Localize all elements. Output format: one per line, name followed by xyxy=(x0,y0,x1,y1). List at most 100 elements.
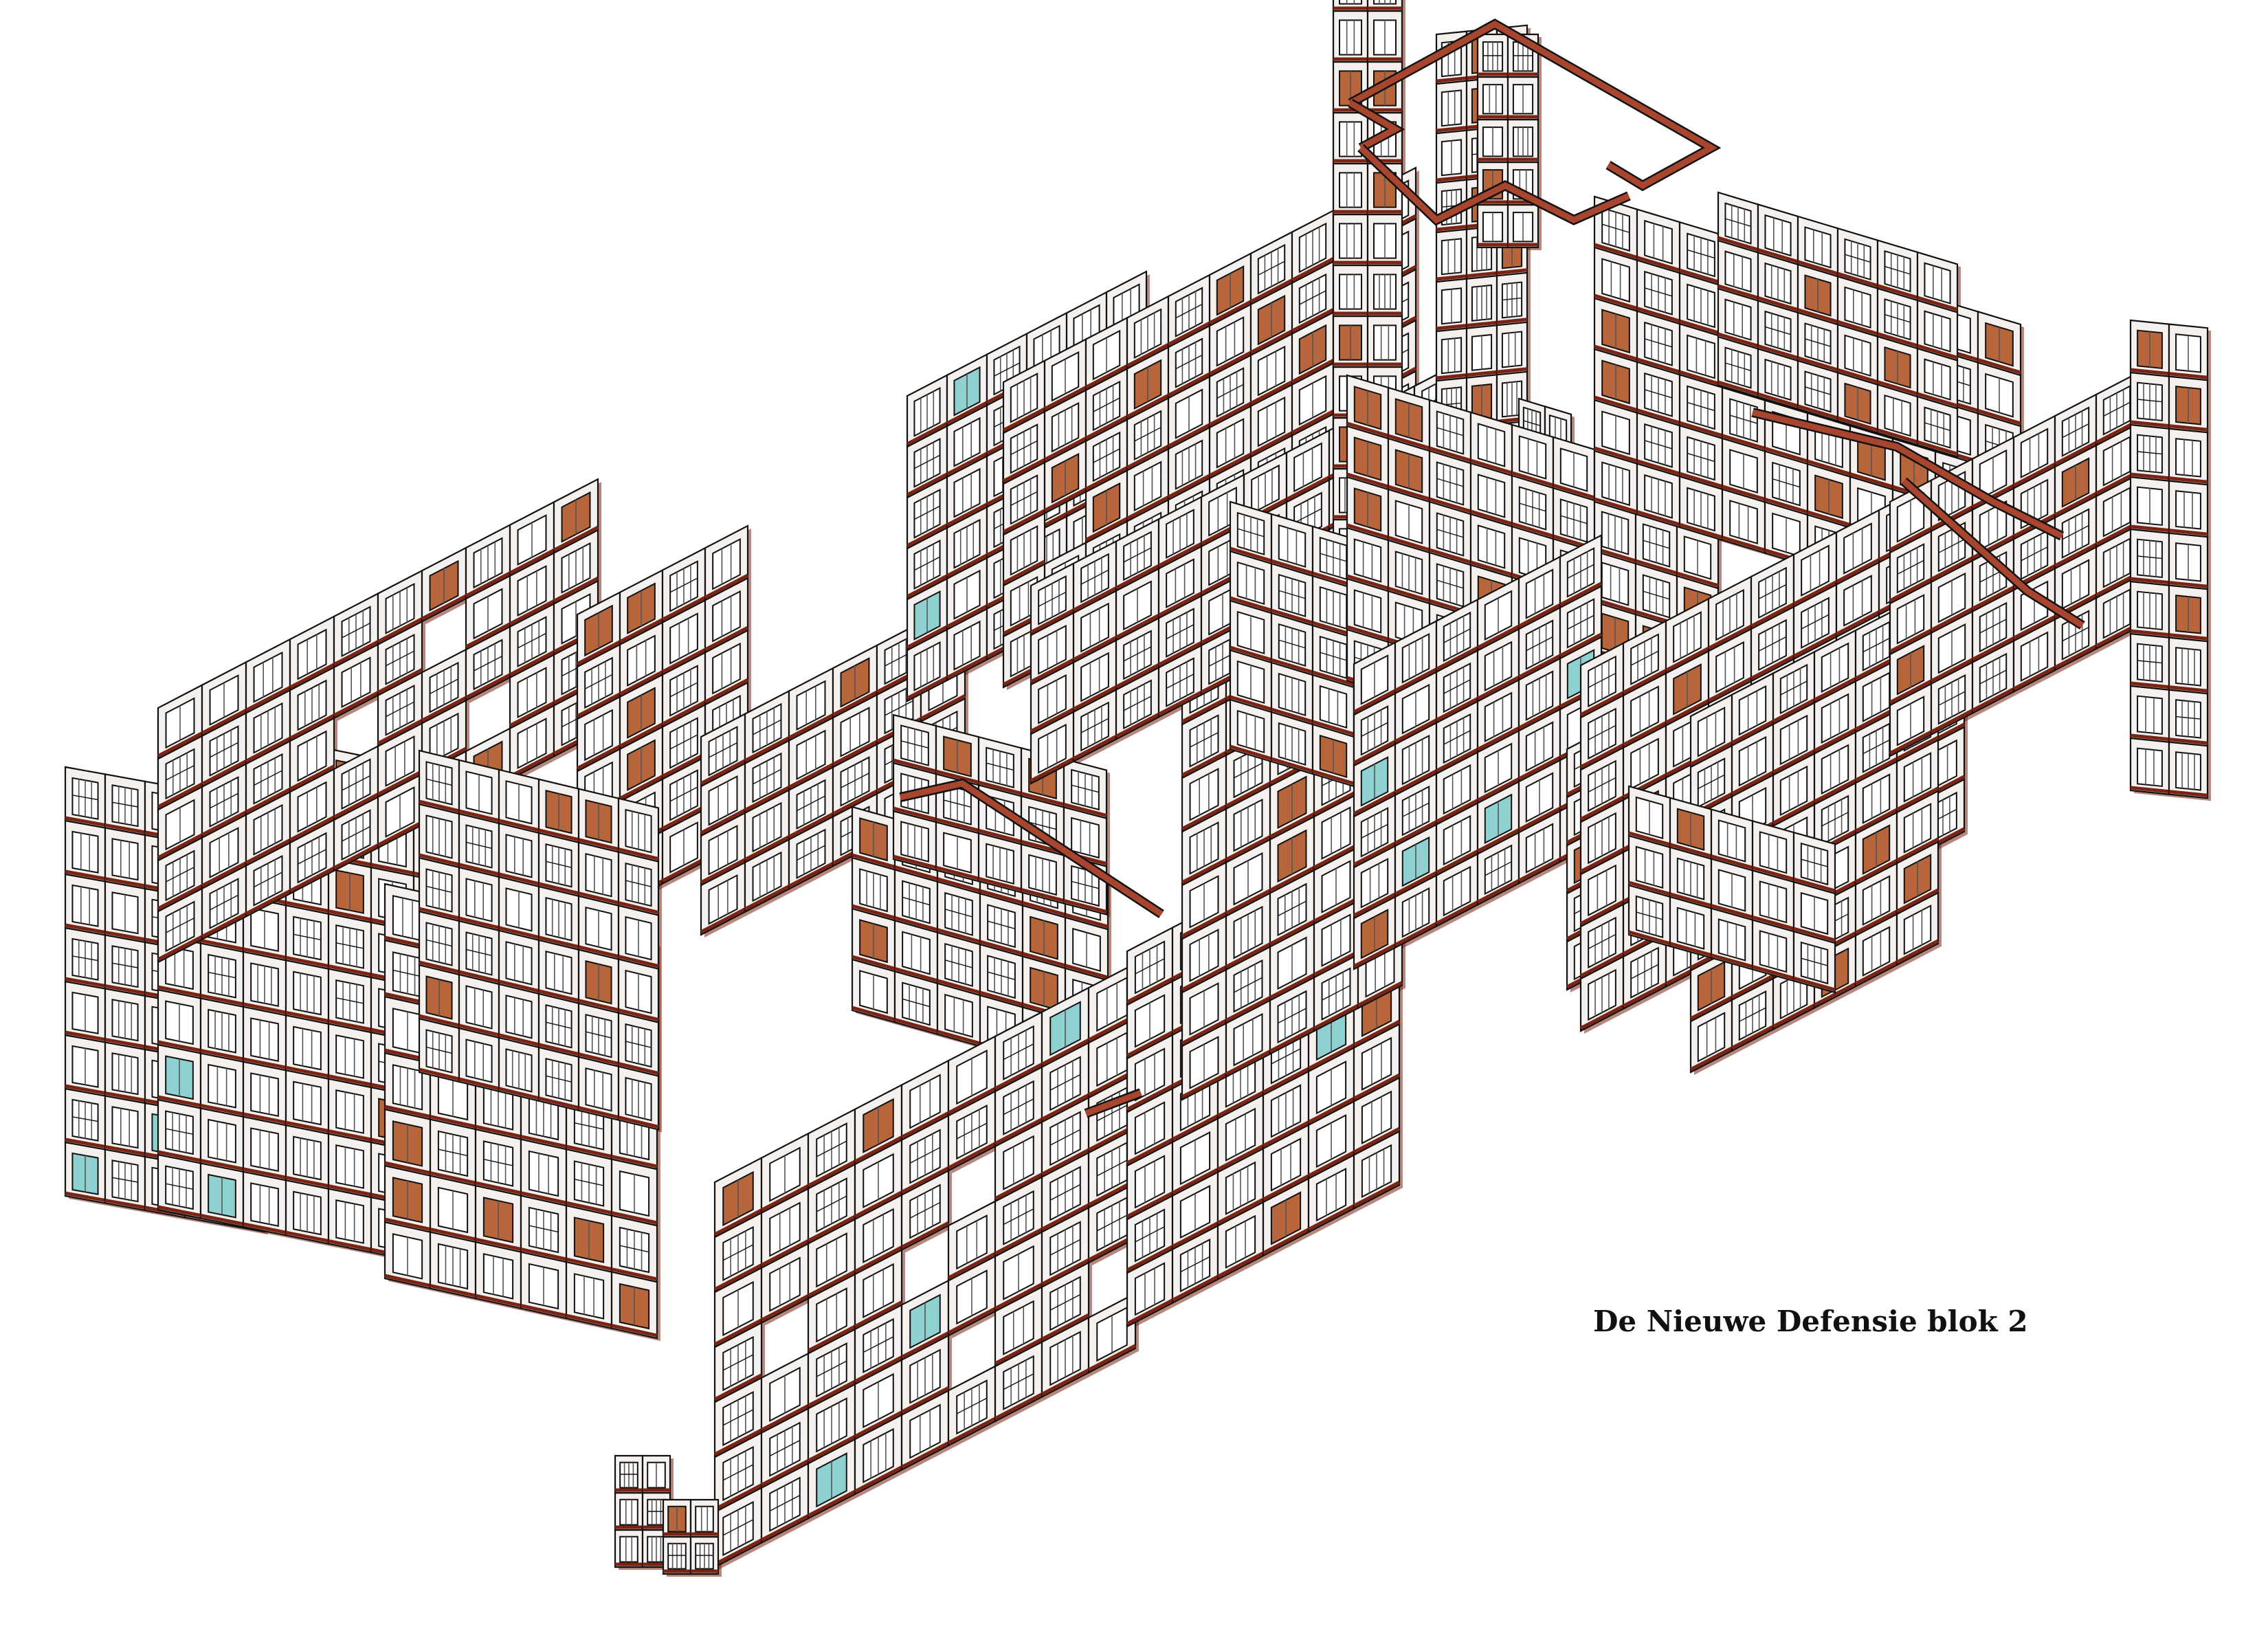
panel-sill xyxy=(245,838,291,865)
panel-sill xyxy=(994,1118,1043,1146)
panel-sill xyxy=(1167,321,1211,346)
panel-sill xyxy=(578,945,619,959)
window-transom xyxy=(669,577,698,593)
panel-sill xyxy=(475,1294,522,1308)
panel-sill xyxy=(157,1095,201,1107)
panel-sill xyxy=(377,668,423,694)
panel-sill xyxy=(760,1294,810,1322)
window-transom xyxy=(987,971,1016,980)
panel-sill xyxy=(1085,364,1129,389)
window-transom xyxy=(1175,354,1203,370)
panel-sill xyxy=(1216,1197,1265,1225)
window-frame xyxy=(335,1089,364,1134)
panel-sill xyxy=(1307,1204,1355,1231)
window-transom xyxy=(1320,553,1347,562)
window-transom xyxy=(1003,1098,1034,1116)
window-transom xyxy=(1080,718,1109,733)
panel-sill xyxy=(328,964,372,977)
panel-sill xyxy=(458,863,500,876)
panel-sill xyxy=(384,1161,431,1175)
window-transom xyxy=(1123,696,1152,711)
panel-sill xyxy=(1307,1043,1355,1070)
panel-sill xyxy=(289,764,335,791)
window-transom xyxy=(1234,762,1263,779)
window-transom xyxy=(669,734,698,750)
panel-sill xyxy=(201,709,247,735)
window-transom xyxy=(254,770,282,786)
panel-sill xyxy=(1115,713,1160,738)
panel-sill xyxy=(1388,485,1430,501)
panel-sill xyxy=(1353,1180,1401,1208)
panel-sill xyxy=(1072,735,1118,760)
window-transom xyxy=(841,773,869,788)
window-transom xyxy=(1096,1214,1128,1232)
window-transom xyxy=(797,845,825,861)
panel-sill xyxy=(458,809,500,823)
window-transom xyxy=(336,997,364,1004)
panel-sill xyxy=(333,792,379,819)
panel-sill xyxy=(852,904,896,920)
panel-sill xyxy=(1249,380,1293,406)
panel-sill xyxy=(937,928,981,944)
panel-sill xyxy=(65,923,106,934)
window-transom xyxy=(426,778,452,786)
panel-sill xyxy=(788,861,834,888)
panel-sill xyxy=(1167,372,1211,397)
panel-sill xyxy=(1291,410,1335,434)
window-transom xyxy=(210,894,238,911)
window-transom xyxy=(474,656,502,672)
panel-sill xyxy=(900,1166,950,1194)
window-transom xyxy=(342,825,370,842)
panel-sill xyxy=(713,1318,763,1346)
window-transom xyxy=(914,556,940,571)
window-transom xyxy=(386,650,414,667)
window-frame xyxy=(1441,89,1463,127)
panel-sill xyxy=(576,692,621,718)
window-frame xyxy=(1225,1214,1256,1269)
panel-sill xyxy=(1157,542,1203,568)
window-frame xyxy=(250,1072,279,1117)
window-transom xyxy=(1049,1074,1081,1091)
panel-sill xyxy=(566,1313,612,1328)
panel-sill xyxy=(1181,751,1227,777)
panel-sill xyxy=(1041,1203,1090,1231)
panel-sill xyxy=(201,810,247,836)
panel-sill xyxy=(1126,495,1170,520)
panel-sill xyxy=(906,676,948,700)
panel-sill xyxy=(419,799,460,813)
panel-sill xyxy=(157,1040,201,1052)
panel-sill xyxy=(1466,320,1498,328)
panel-sill xyxy=(157,1150,201,1162)
window-frame xyxy=(1353,538,1382,583)
window-transom xyxy=(1237,528,1265,537)
window-transom xyxy=(722,1519,754,1536)
window-frame xyxy=(465,1039,493,1083)
panel-sill xyxy=(900,1441,950,1469)
window-frame xyxy=(573,1273,605,1320)
panel-sill xyxy=(744,786,790,812)
panel-sill xyxy=(430,1115,476,1129)
panel-sill xyxy=(1312,720,1355,736)
panel-sill xyxy=(1072,586,1118,612)
window-transom xyxy=(909,1201,941,1219)
window-frame xyxy=(1339,0,1362,5)
window-frame xyxy=(1339,223,1362,259)
panel-sill xyxy=(419,960,460,974)
panel-sill xyxy=(475,1124,522,1139)
panel-sill xyxy=(1002,407,1046,432)
panel-sill xyxy=(498,819,540,832)
panel-sill xyxy=(1353,1073,1401,1100)
panel-sill xyxy=(475,1181,522,1195)
panel-sill xyxy=(1262,1120,1310,1148)
panel-sill xyxy=(370,863,414,875)
panel-sill xyxy=(520,1191,567,1205)
panel-sill xyxy=(1002,559,1046,585)
panel-sill xyxy=(1041,1093,1090,1121)
panel-sill xyxy=(289,815,335,842)
window-frame xyxy=(71,830,99,874)
panel-sill xyxy=(201,759,247,786)
panel-sill xyxy=(104,984,146,995)
window-transom xyxy=(944,959,973,968)
window-transom xyxy=(426,885,452,894)
window-transom xyxy=(909,1146,941,1164)
